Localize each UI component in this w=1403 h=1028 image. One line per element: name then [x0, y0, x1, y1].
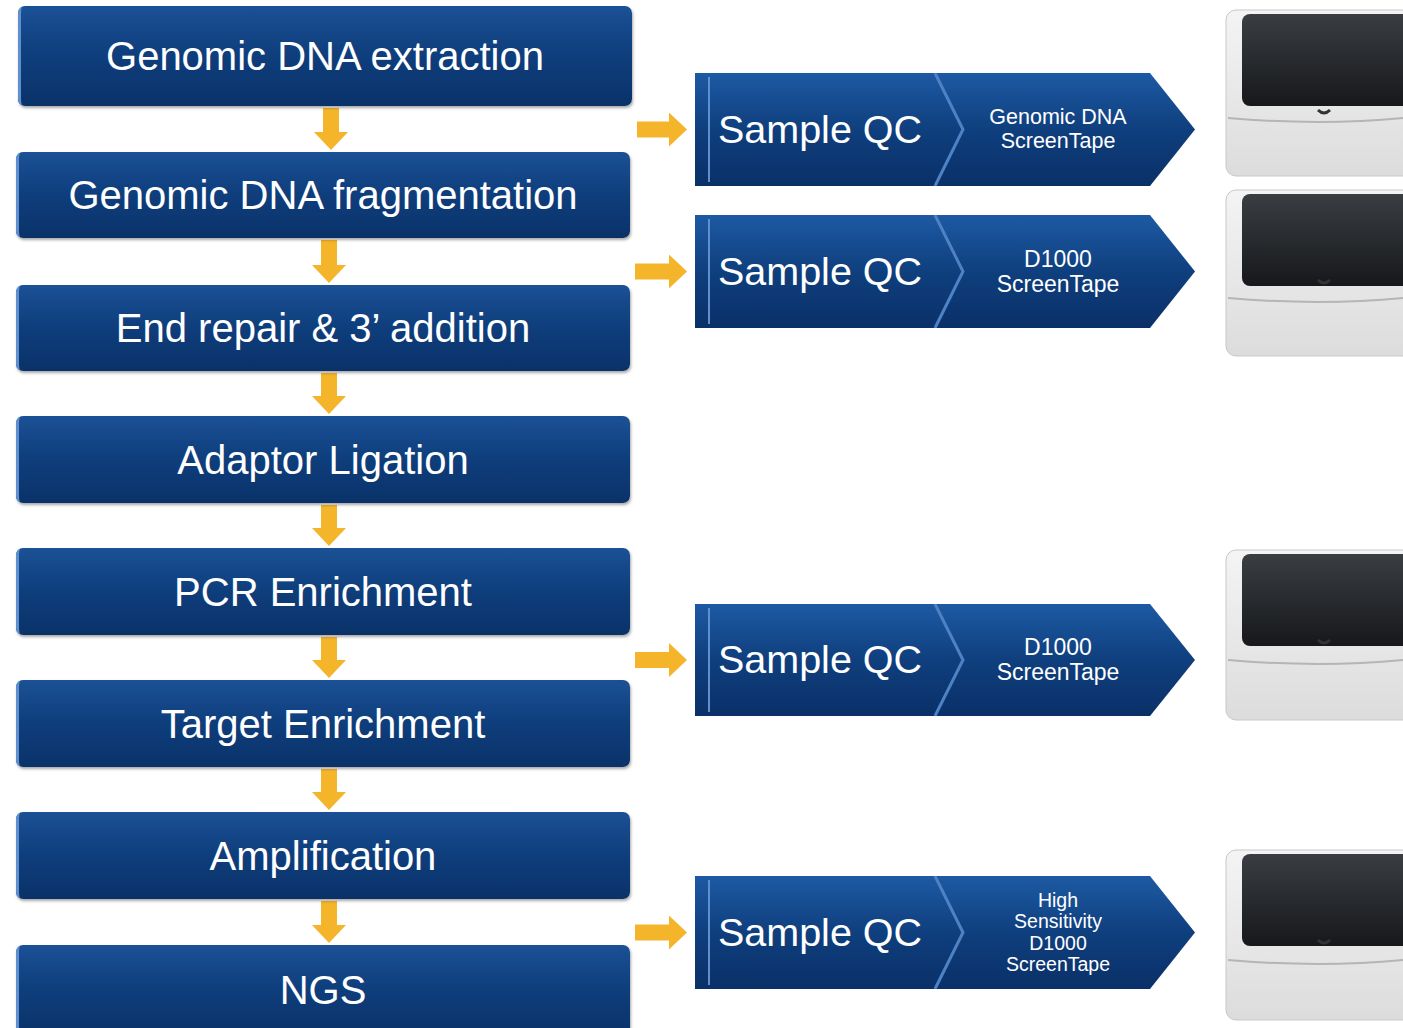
- tapestation-instrument: [1226, 10, 1403, 176]
- step-label: Genomic DNA fragmentation: [68, 173, 577, 217]
- process-box: Adaptor Ligation: [16, 416, 630, 503]
- step-label: Genomic DNA extraction: [106, 34, 544, 78]
- qc-chevron: Sample QC D1000 ScreenTape: [695, 604, 1195, 716]
- qc-chevron: Sample QC Genomic DNA ScreenTape: [695, 73, 1195, 186]
- step-label: NGS: [280, 968, 367, 1012]
- process-box: NGS: [16, 945, 630, 1028]
- screentape-label: D1000 ScreenTape: [983, 215, 1133, 328]
- process-box: Genomic DNA fragmentation: [16, 152, 630, 238]
- screentape-label: High Sensitivity D1000 ScreenTape: [996, 876, 1121, 989]
- flow-arrow: [635, 264, 669, 280]
- step-label: Adaptor Ligation: [177, 438, 468, 482]
- flow-arrow: [321, 637, 337, 660]
- step-label: PCR Enrichment: [174, 570, 472, 614]
- flow-arrow: [321, 505, 337, 528]
- flow-arrow: [321, 373, 337, 396]
- flow-arrow: [637, 122, 669, 138]
- tapestation-instrument: [1226, 550, 1403, 720]
- qc-label: Sample QC: [705, 215, 935, 328]
- qc-chevron: Sample QC High Sensitivity D1000 ScreenTa…: [695, 876, 1195, 989]
- screentape-label: Genomic DNA ScreenTape: [989, 73, 1127, 186]
- flow-arrow: [321, 240, 337, 265]
- process-box: PCR Enrichment: [16, 548, 630, 635]
- process-box: Amplification: [16, 812, 630, 899]
- step-label: Target Enrichment: [161, 702, 486, 746]
- process-box: Genomic DNA extraction: [18, 6, 632, 106]
- tapestation-instrument: [1226, 190, 1403, 356]
- step-label: Amplification: [210, 834, 437, 878]
- qc-label: Sample QC: [705, 73, 935, 186]
- flow-arrow: [321, 769, 337, 792]
- process-box: End repair & 3’ addition: [16, 285, 630, 371]
- step-label: End repair & 3’ addition: [116, 306, 530, 350]
- qc-label: Sample QC: [705, 604, 935, 716]
- flow-arrow: [321, 901, 337, 925]
- flow-arrow: [635, 925, 669, 941]
- process-box: Target Enrichment: [16, 680, 630, 767]
- qc-label: Sample QC: [705, 876, 935, 989]
- flow-arrow: [635, 652, 669, 668]
- tapestation-instrument: [1226, 850, 1403, 1020]
- screentape-label: D1000 ScreenTape: [983, 604, 1133, 716]
- qc-chevron: Sample QC D1000 ScreenTape: [695, 215, 1195, 328]
- flow-arrow: [323, 108, 339, 132]
